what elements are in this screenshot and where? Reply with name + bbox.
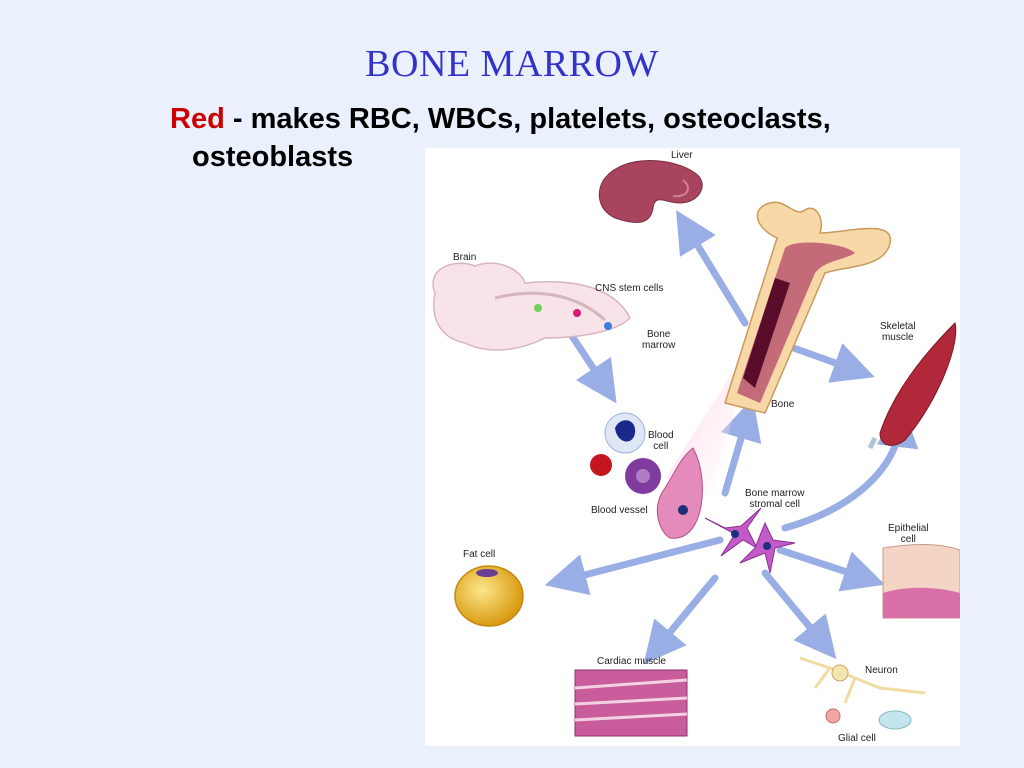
label-brain: Brain — [453, 252, 477, 263]
label-fat-cell: Fat cell — [463, 549, 496, 560]
bullet-red-word: Red — [170, 103, 225, 135]
label-glial-cell: Glial cell — [838, 733, 876, 744]
cardiac-muscle-illustration — [574, 669, 688, 737]
label-bone: Bone — [771, 399, 795, 410]
blood-vessel-illustration — [656, 447, 703, 539]
brain-illustration — [432, 262, 631, 351]
stromal-cells-illustration — [704, 507, 796, 574]
liver-illustration — [598, 160, 703, 223]
fat-cell-illustration — [454, 565, 524, 627]
label-blood-cell: Blood cell — [648, 430, 674, 452]
bullet-text: Red - makes RBC, WBCs, platelets, osteoc… — [170, 100, 970, 176]
label-liver: Liver — [671, 150, 693, 161]
label-neuron: Neuron — [865, 665, 898, 676]
bullet-line2: osteoblasts — [192, 141, 354, 173]
label-cardiac-muscle: Cardiac muscle — [597, 656, 666, 667]
bone-illustration — [724, 201, 891, 414]
bullet-rest: - makes RBC, WBCs, platelets, osteoclast… — [224, 103, 831, 135]
label-bone-marrow: Bone marrow — [642, 329, 676, 351]
label-cns-stem-cells: CNS stem cells — [595, 283, 664, 294]
label-skeletal-muscle: Skeletal muscle — [880, 321, 916, 343]
label-stromal-cell: Bone marrow stromal cell — [745, 488, 805, 510]
epithelial-tissue-illustration — [882, 543, 960, 619]
label-epithelial-cell: Epithelial cell — [888, 523, 929, 545]
neuron-illustration — [799, 656, 926, 730]
skeletal-muscle-illustration — [867, 322, 957, 450]
bone-marrow-diagram: Liver Brain CNS stem cells Bone marrow S… — [425, 148, 960, 746]
diagram-artwork — [432, 160, 960, 737]
blood-cells-illustration — [590, 412, 661, 494]
label-blood-vessel: Blood vessel — [591, 505, 648, 516]
slide-title: BONE MARROW — [365, 43, 659, 85]
